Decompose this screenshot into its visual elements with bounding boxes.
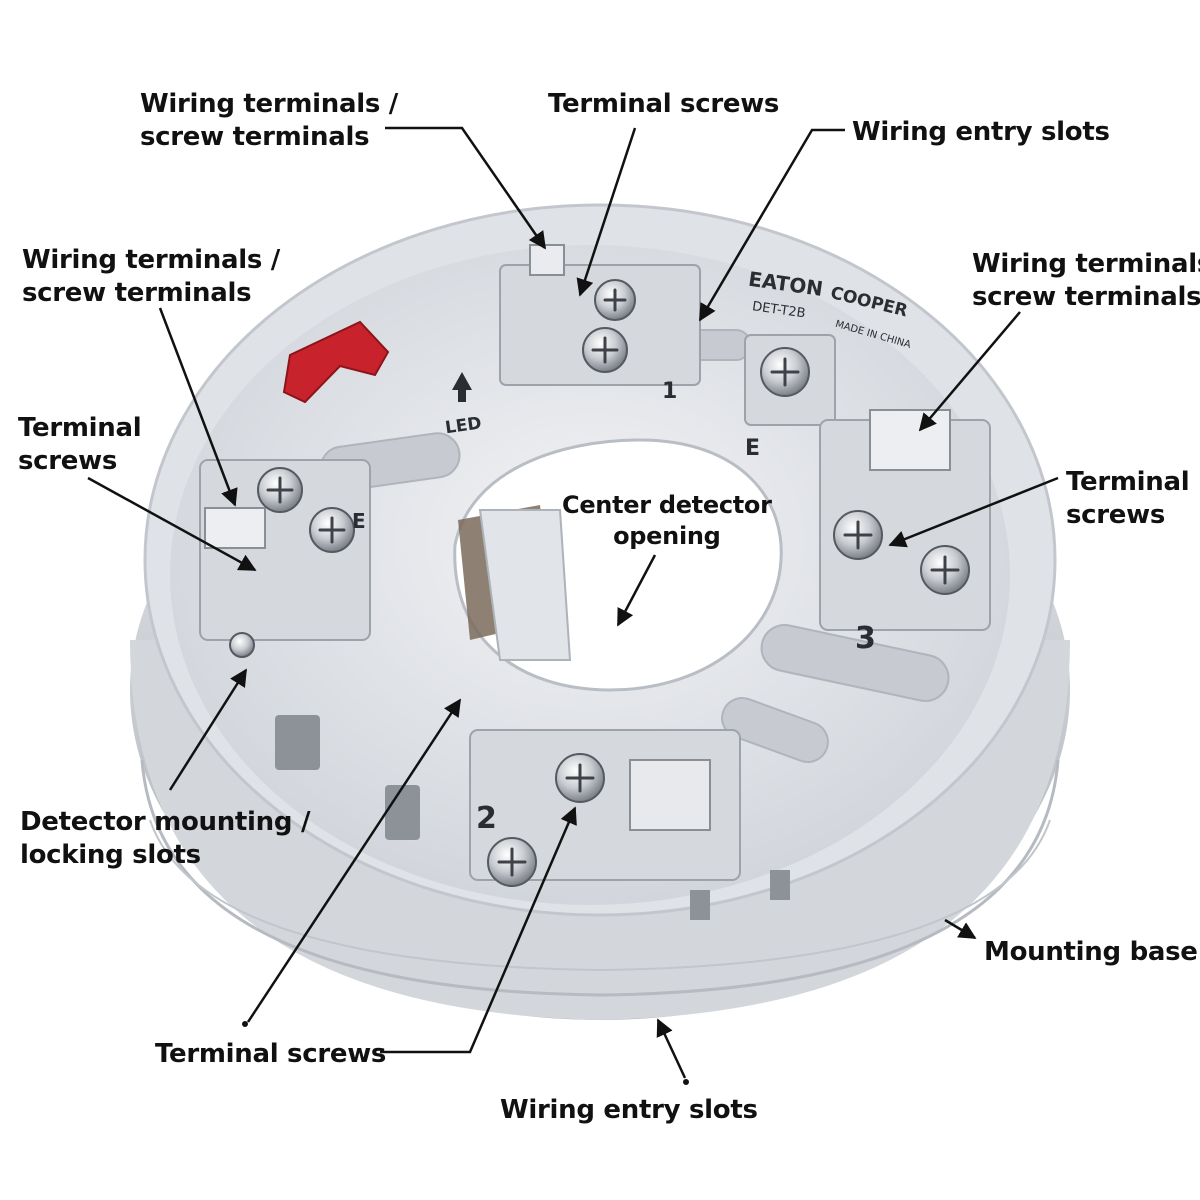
locking-slots — [275, 715, 790, 920]
earth-mark-left: E — [352, 509, 366, 533]
callout-line: screws — [1066, 500, 1166, 530]
callout-left-terminals: Wiring terminals / screw terminals — [22, 244, 280, 310]
callout-line: Detector mounting / — [20, 807, 311, 837]
led-arrow-icon — [452, 372, 472, 402]
terminal-3-mark: 3 — [855, 621, 876, 656]
callout-left-screws: Terminal screws — [18, 412, 142, 478]
callout-line: opening — [613, 522, 721, 550]
terminal-2-mark: 2 — [476, 801, 497, 836]
callout-line: locking slots — [20, 840, 201, 870]
callout-top-screws: Terminal screws — [548, 88, 779, 121]
terminal-block-top — [499, 244, 701, 386]
callout-line: Terminal screws — [155, 1039, 387, 1069]
callout-top-entry-slots: Wiring entry slots — [852, 116, 1110, 149]
red-tab — [282, 320, 390, 404]
center-opening — [453, 438, 783, 692]
screw-slots — [266, 288, 960, 877]
callout-center-opening: Center detector opening — [562, 490, 772, 552]
callout-line: screw terminals — [972, 282, 1200, 312]
earth-mark-right: E — [745, 436, 760, 461]
leader-dots — [242, 1021, 689, 1085]
callout-bottom-entry-slots: Wiring entry slots — [500, 1094, 758, 1127]
callout-line: Wiring terminals / — [972, 249, 1200, 279]
terminal-1-mark: 1 — [662, 379, 677, 404]
callout-locking-slots: Detector mounting / locking slots — [20, 806, 310, 872]
model-mark: DET-T2B — [751, 299, 806, 321]
callout-line: Terminal screws — [548, 89, 780, 119]
callout-line: Terminal — [18, 413, 142, 443]
callout-line: Wiring entry slots — [852, 117, 1110, 147]
callout-line: screw terminals — [140, 122, 370, 152]
callout-right-screws: Terminal screws — [1066, 466, 1190, 532]
leader-lines — [87, 126, 1059, 1079]
callout-line: Wiring terminals / — [140, 89, 398, 119]
callout-line: Center detector — [562, 491, 772, 519]
callout-mounting-base: Mounting base — [984, 936, 1198, 969]
callout-line: screws — [18, 446, 118, 476]
callout-line: screw terminals — [22, 278, 252, 308]
callout-top-left-terminals: Wiring terminals / screw terminals — [140, 88, 398, 154]
callout-bottom-screws: Terminal screws — [155, 1038, 386, 1071]
terminal-block-bottom — [469, 729, 741, 881]
terminal-block-left — [199, 459, 371, 641]
callout-line: Wiring entry slots — [500, 1095, 758, 1125]
callout-line: Mounting base — [984, 937, 1198, 967]
callout-line: Wiring terminals / — [22, 245, 280, 275]
callout-right-terminals: Wiring terminals / screw terminals — [972, 248, 1200, 314]
callout-line: Terminal — [1066, 467, 1190, 497]
